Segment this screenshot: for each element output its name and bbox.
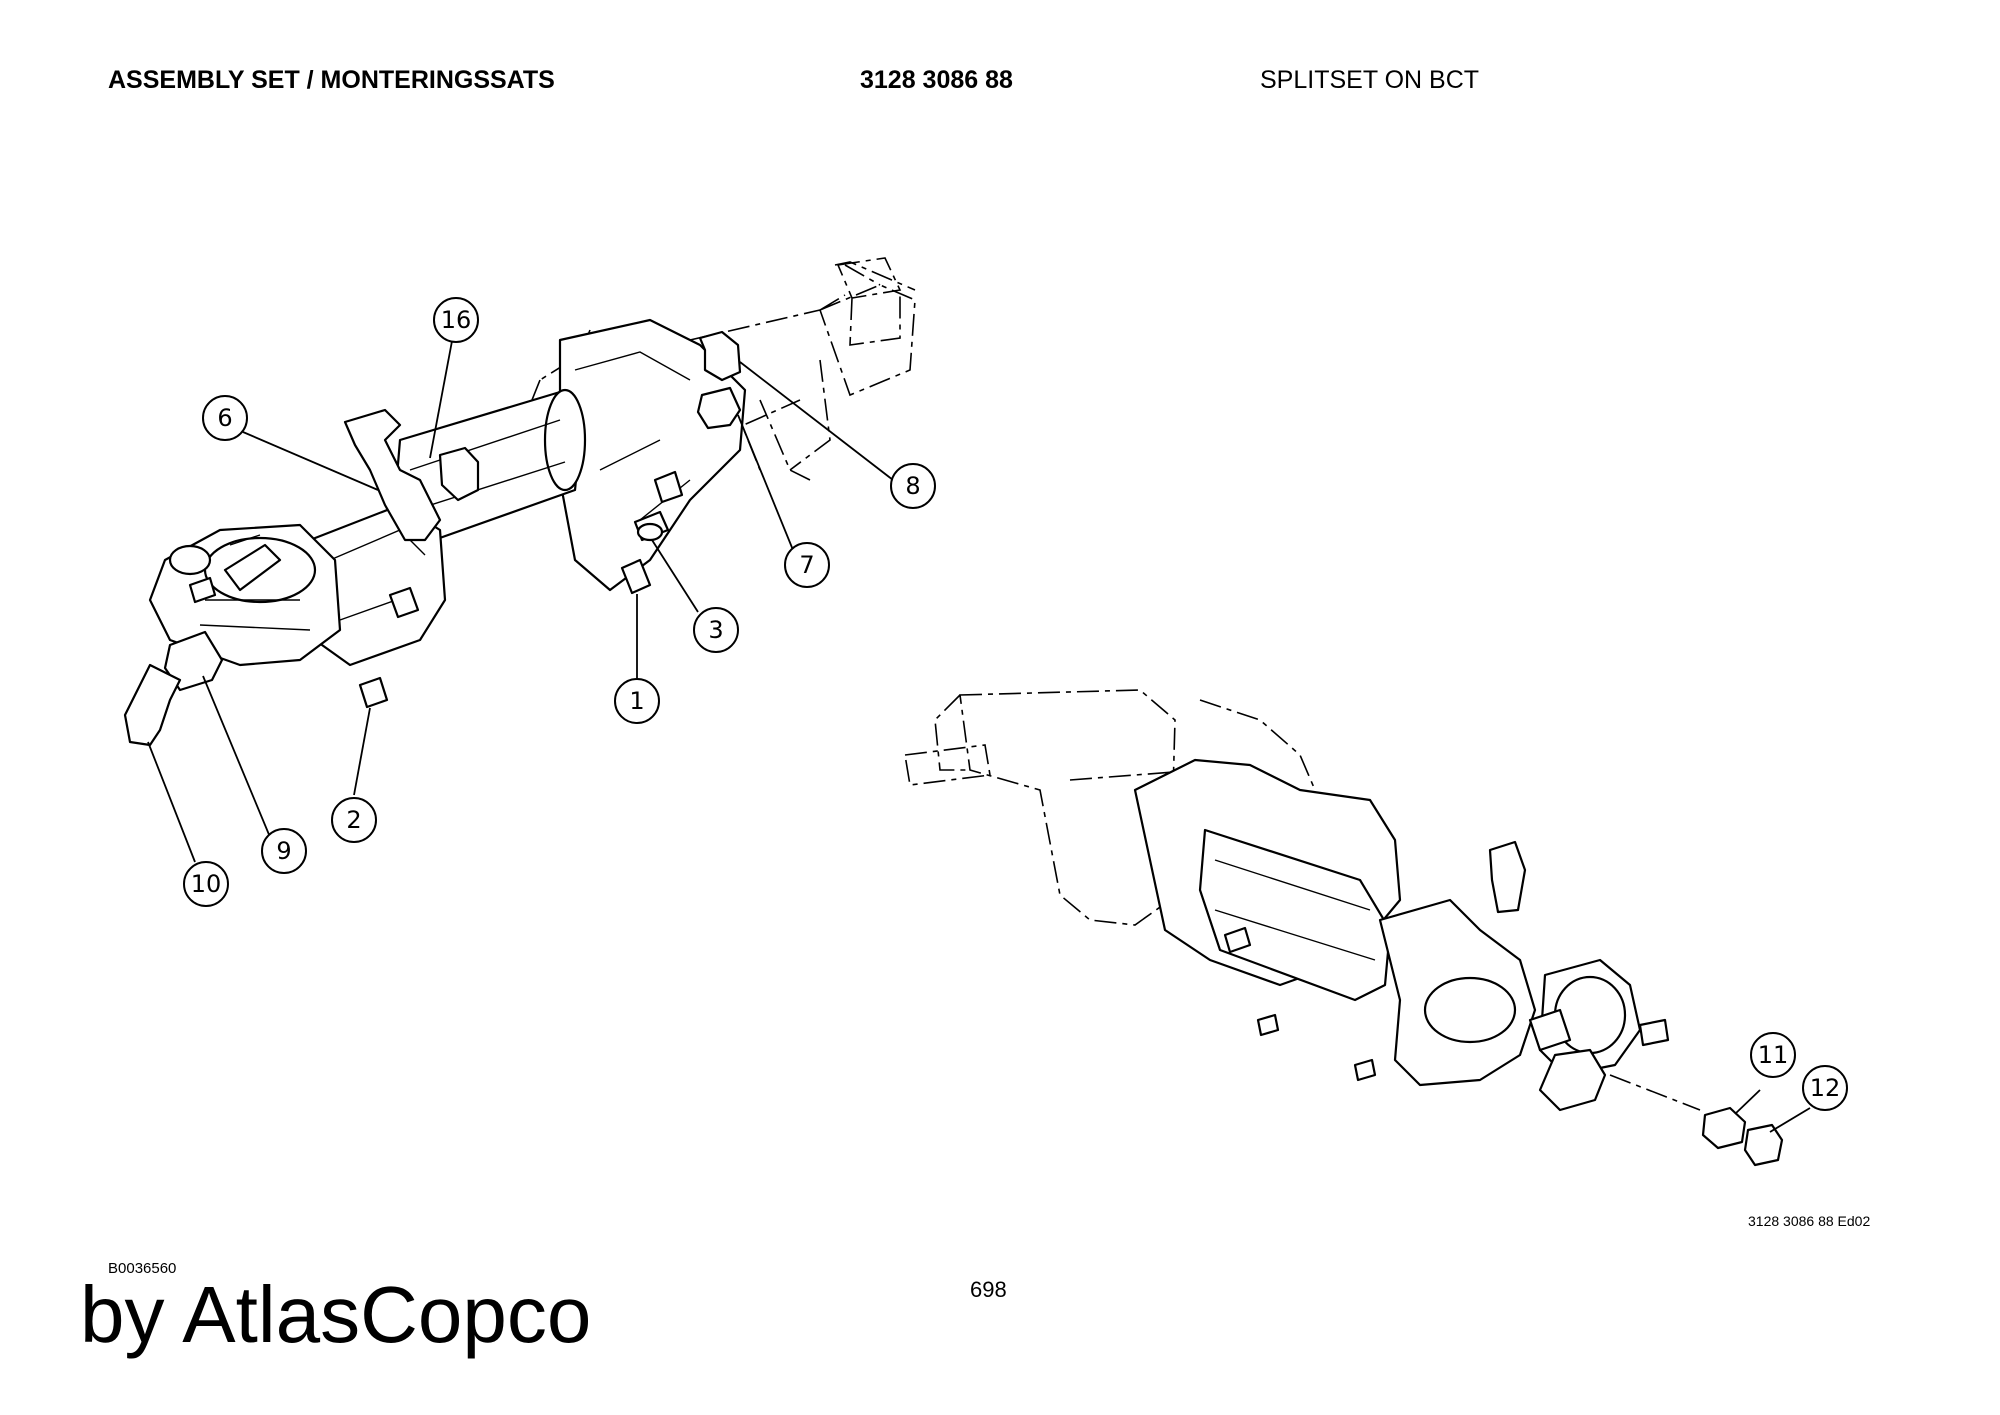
adapter-fitting-9: [163, 630, 224, 692]
valve-body-left: [558, 318, 747, 592]
leader-8: [739, 361, 894, 481]
plug-right-a: [1223, 926, 1252, 954]
plug-right-c: [1353, 1058, 1377, 1082]
elbow-fitting-7: [696, 386, 742, 430]
leader-10: [147, 741, 196, 863]
phantom-housing-right: [934, 689, 1176, 926]
elbow-right-bottom: [1538, 1048, 1607, 1112]
front-housing-detail: [199, 534, 311, 631]
nipple-front: [188, 576, 217, 604]
leader-9: [202, 675, 271, 838]
pipe-front: [223, 543, 282, 592]
callout-12: 12: [1802, 1065, 1848, 1111]
edition-label: 3128 3086 88 Ed02: [1748, 1213, 1871, 1229]
svg-text:6: 6: [217, 404, 232, 432]
leader-2: [353, 707, 371, 796]
plug-top: [653, 470, 684, 504]
plug-12: [1743, 1123, 1784, 1167]
svg-text:10: 10: [191, 870, 222, 898]
callout-1: 1: [614, 678, 660, 724]
plug-2: [358, 676, 389, 709]
cylinder-right-lines: [1214, 859, 1376, 961]
elbow-fitting-8: [698, 330, 742, 382]
valve-block-face: [1423, 976, 1517, 1044]
right-assembly: [904, 689, 1784, 1167]
leader-12: [1769, 1107, 1811, 1133]
leader-lines: [147, 340, 1811, 1133]
mount-hole: [168, 544, 212, 576]
axis-line-right: [1609, 1074, 1701, 1111]
svg-text:1: 1: [629, 687, 644, 715]
leader-3: [651, 539, 699, 613]
leader-6: [242, 431, 379, 491]
callout-16: 16: [433, 297, 479, 343]
svg-text:12: 12: [1810, 1074, 1841, 1102]
leader-11: [1734, 1089, 1761, 1115]
elbow-fitting-6: [343, 408, 442, 542]
brand-watermark: by AtlasCopco: [80, 1270, 592, 1359]
part-description: SPLITSET ON BCT: [1260, 66, 1480, 94]
svg-text:9: 9: [276, 837, 291, 865]
callout-11: 11: [1750, 1032, 1796, 1078]
elbow-right-top: [1488, 840, 1527, 914]
svg-text:16: 16: [441, 306, 472, 334]
left-assembly: [123, 257, 916, 747]
nipple-right: [1638, 1018, 1670, 1047]
svg-text:2: 2: [346, 806, 361, 834]
callout-10: 10: [183, 861, 229, 907]
adapter-fitting-11: [1701, 1106, 1747, 1150]
document-title: ASSEMBLY SET / MONTERINGSSATS: [108, 66, 555, 94]
callout-9: 9: [261, 828, 307, 874]
leader-7: [737, 414, 794, 551]
phantom-block-left: [836, 257, 902, 346]
svg-text:8: 8: [905, 472, 920, 500]
callout-7: 7: [784, 542, 830, 588]
valve-body-detail: [529, 351, 691, 521]
plug-1: [620, 558, 652, 595]
cylinder-end-left: [543, 388, 587, 492]
callout-8: 8: [890, 463, 936, 509]
part-number: 3128 3086 88: [860, 66, 1013, 94]
plug-right-b: [1256, 1013, 1280, 1037]
callout-6: 6: [202, 395, 248, 441]
callout-3: 3: [693, 607, 739, 653]
phantom-housing-left: [689, 261, 916, 481]
svg-text:11: 11: [1758, 1041, 1789, 1069]
drawing-code: B0036560: [108, 1260, 177, 1277]
plug-mid: [388, 586, 420, 619]
cylinder-lines: [409, 419, 566, 511]
fitting-pad-3-face: [636, 522, 664, 542]
elbow-fitting-10: [123, 663, 182, 747]
page-number: 698: [970, 1277, 1007, 1302]
leader-16: [429, 340, 453, 459]
svg-text:3: 3: [708, 616, 723, 644]
callout-2: 2: [331, 797, 377, 843]
nozzle-right: [1528, 1008, 1572, 1052]
cylinder-right: [1198, 828, 1392, 1002]
elbow-fitting-16: [438, 446, 480, 502]
svg-text:7: 7: [799, 551, 814, 579]
